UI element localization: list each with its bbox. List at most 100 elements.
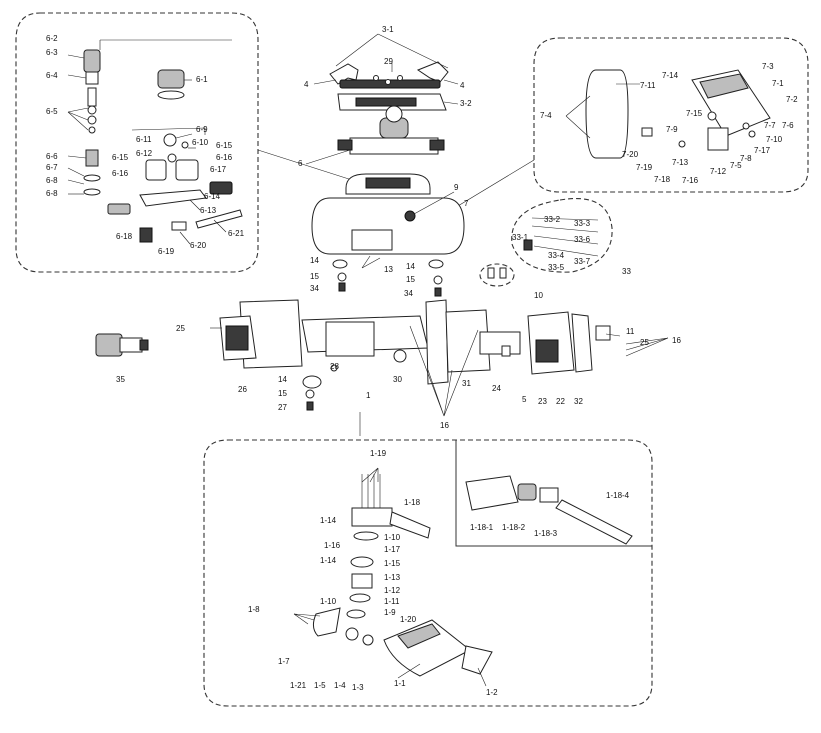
label-7-7: 7-7: [764, 121, 776, 130]
label-1-7: 1-7: [278, 657, 290, 666]
label-33: 33: [622, 267, 631, 276]
label-1-15: 1-15: [384, 559, 401, 568]
label-33-5: 33-5: [548, 263, 565, 272]
label-6-14: 6-14: [204, 192, 221, 201]
tank-feet: [337, 272, 443, 297]
label-6-3: 6-3: [46, 48, 58, 57]
motor-housing-assembly: [219, 299, 611, 385]
label-7-9: 7-9: [666, 125, 678, 134]
tank-detail-parts: [585, 69, 771, 159]
label-7-12: 7-12: [710, 167, 727, 176]
label-35: 35: [116, 375, 125, 384]
label-29: 29: [384, 57, 393, 66]
label-1-20: 1-20: [400, 615, 417, 624]
callout-box-1: [203, 439, 653, 707]
label-7-13: 7-13: [672, 158, 689, 167]
callout-box-screws: [479, 263, 515, 287]
label-24: 24: [492, 384, 501, 393]
label-6-7: 6-7: [46, 163, 58, 172]
label-6-8: 6-8: [46, 176, 58, 185]
label-6-9: 6-9: [196, 125, 208, 134]
label-6-15: 6-15: [112, 153, 129, 162]
label-7-19: 7-19: [636, 163, 653, 172]
label-7-10: 7-10: [766, 135, 783, 144]
label-7-3: 7-3: [762, 62, 774, 71]
label-1-18-4: 1-18-4: [606, 491, 630, 500]
label-7-1: 7-1: [772, 79, 784, 88]
label-5: 5: [522, 395, 527, 404]
handle-cover-parts: [329, 61, 449, 111]
label-34-b: 34: [404, 289, 413, 298]
label-6-19: 6-19: [158, 247, 175, 256]
label-14-c: 14: [278, 375, 287, 384]
label-6-6: 6-6: [46, 152, 58, 161]
label-1-3: 1-3: [352, 683, 364, 692]
label-1-8: 1-8: [248, 605, 260, 614]
label-6-16-b: 6-16: [216, 153, 233, 162]
label-11: 11: [626, 327, 635, 336]
label-9: 9: [454, 183, 459, 192]
label-6-15-b: 6-15: [216, 141, 233, 150]
label-31: 31: [462, 379, 471, 388]
label-1-9: 1-9: [384, 608, 396, 617]
label-34: 34: [310, 284, 319, 293]
label-1-19: 1-19: [370, 449, 387, 458]
label-1-16: 1-16: [324, 541, 341, 550]
label-15-b: 15: [406, 275, 415, 284]
label-7-5: 7-5: [730, 161, 742, 170]
label-16-b: 16: [440, 421, 449, 430]
leader-lines: [67, 33, 669, 687]
manifold-assembly: [337, 105, 445, 155]
label-6-1: 6-1: [196, 75, 208, 84]
label-22: 22: [556, 397, 565, 406]
air-tank: [311, 173, 465, 269]
label-7: 7: [464, 199, 469, 208]
label-15-c: 15: [278, 389, 287, 398]
label-30: 30: [393, 375, 402, 384]
label-1-2: 1-2: [486, 688, 498, 697]
label-3-2: 3-2: [460, 99, 472, 108]
label-1-14: 1-14: [320, 516, 337, 525]
label-26: 26: [238, 385, 247, 394]
label-3-1: 3-1: [382, 25, 394, 34]
label-23: 23: [538, 397, 547, 406]
label-1-11: 1-11: [384, 597, 400, 606]
screws-10: [487, 267, 507, 279]
label-6-10: 6-10: [192, 138, 209, 147]
label-1-13: 1-13: [384, 573, 401, 582]
label-1-1: 1-1: [394, 679, 406, 688]
label-32: 32: [574, 397, 583, 406]
connector-6: [257, 149, 353, 181]
label-28: 28: [330, 362, 339, 371]
wire-harness-parts: [523, 217, 599, 257]
label-6-5: 6-5: [46, 107, 58, 116]
label-6: 6: [298, 159, 303, 168]
label-7-15: 7-15: [686, 109, 703, 118]
callout-box-7: [533, 37, 809, 193]
label-27: 27: [278, 403, 287, 412]
label-33-7: 33-7: [574, 257, 591, 266]
label-7-2: 7-2: [786, 95, 798, 104]
motor-exploded-parts: [312, 474, 633, 677]
callout-subbox-1-18: [455, 440, 652, 547]
label-6-4: 6-4: [46, 71, 58, 80]
label-1-18-1: 1-18-1: [470, 523, 494, 532]
label-1-21: 1-21: [290, 681, 307, 690]
label-6-20: 6-20: [190, 241, 207, 250]
label-4: 4: [304, 80, 309, 89]
label-25-b: 25: [640, 338, 649, 347]
label-6-11: 6-11: [136, 135, 152, 144]
label-7-6: 7-6: [782, 121, 794, 130]
regulator-assembly-parts: [83, 39, 243, 243]
label-13: 13: [384, 265, 393, 274]
label-6-18: 6-18: [116, 232, 133, 241]
label-6-17: 6-17: [210, 165, 227, 174]
label-10: 10: [534, 291, 543, 300]
label-4-b: 4: [460, 81, 465, 90]
label-7-17: 7-17: [754, 146, 771, 155]
label-14-b: 14: [406, 262, 415, 271]
label-7-8: 7-8: [740, 154, 752, 163]
label-16: 16: [672, 336, 681, 345]
